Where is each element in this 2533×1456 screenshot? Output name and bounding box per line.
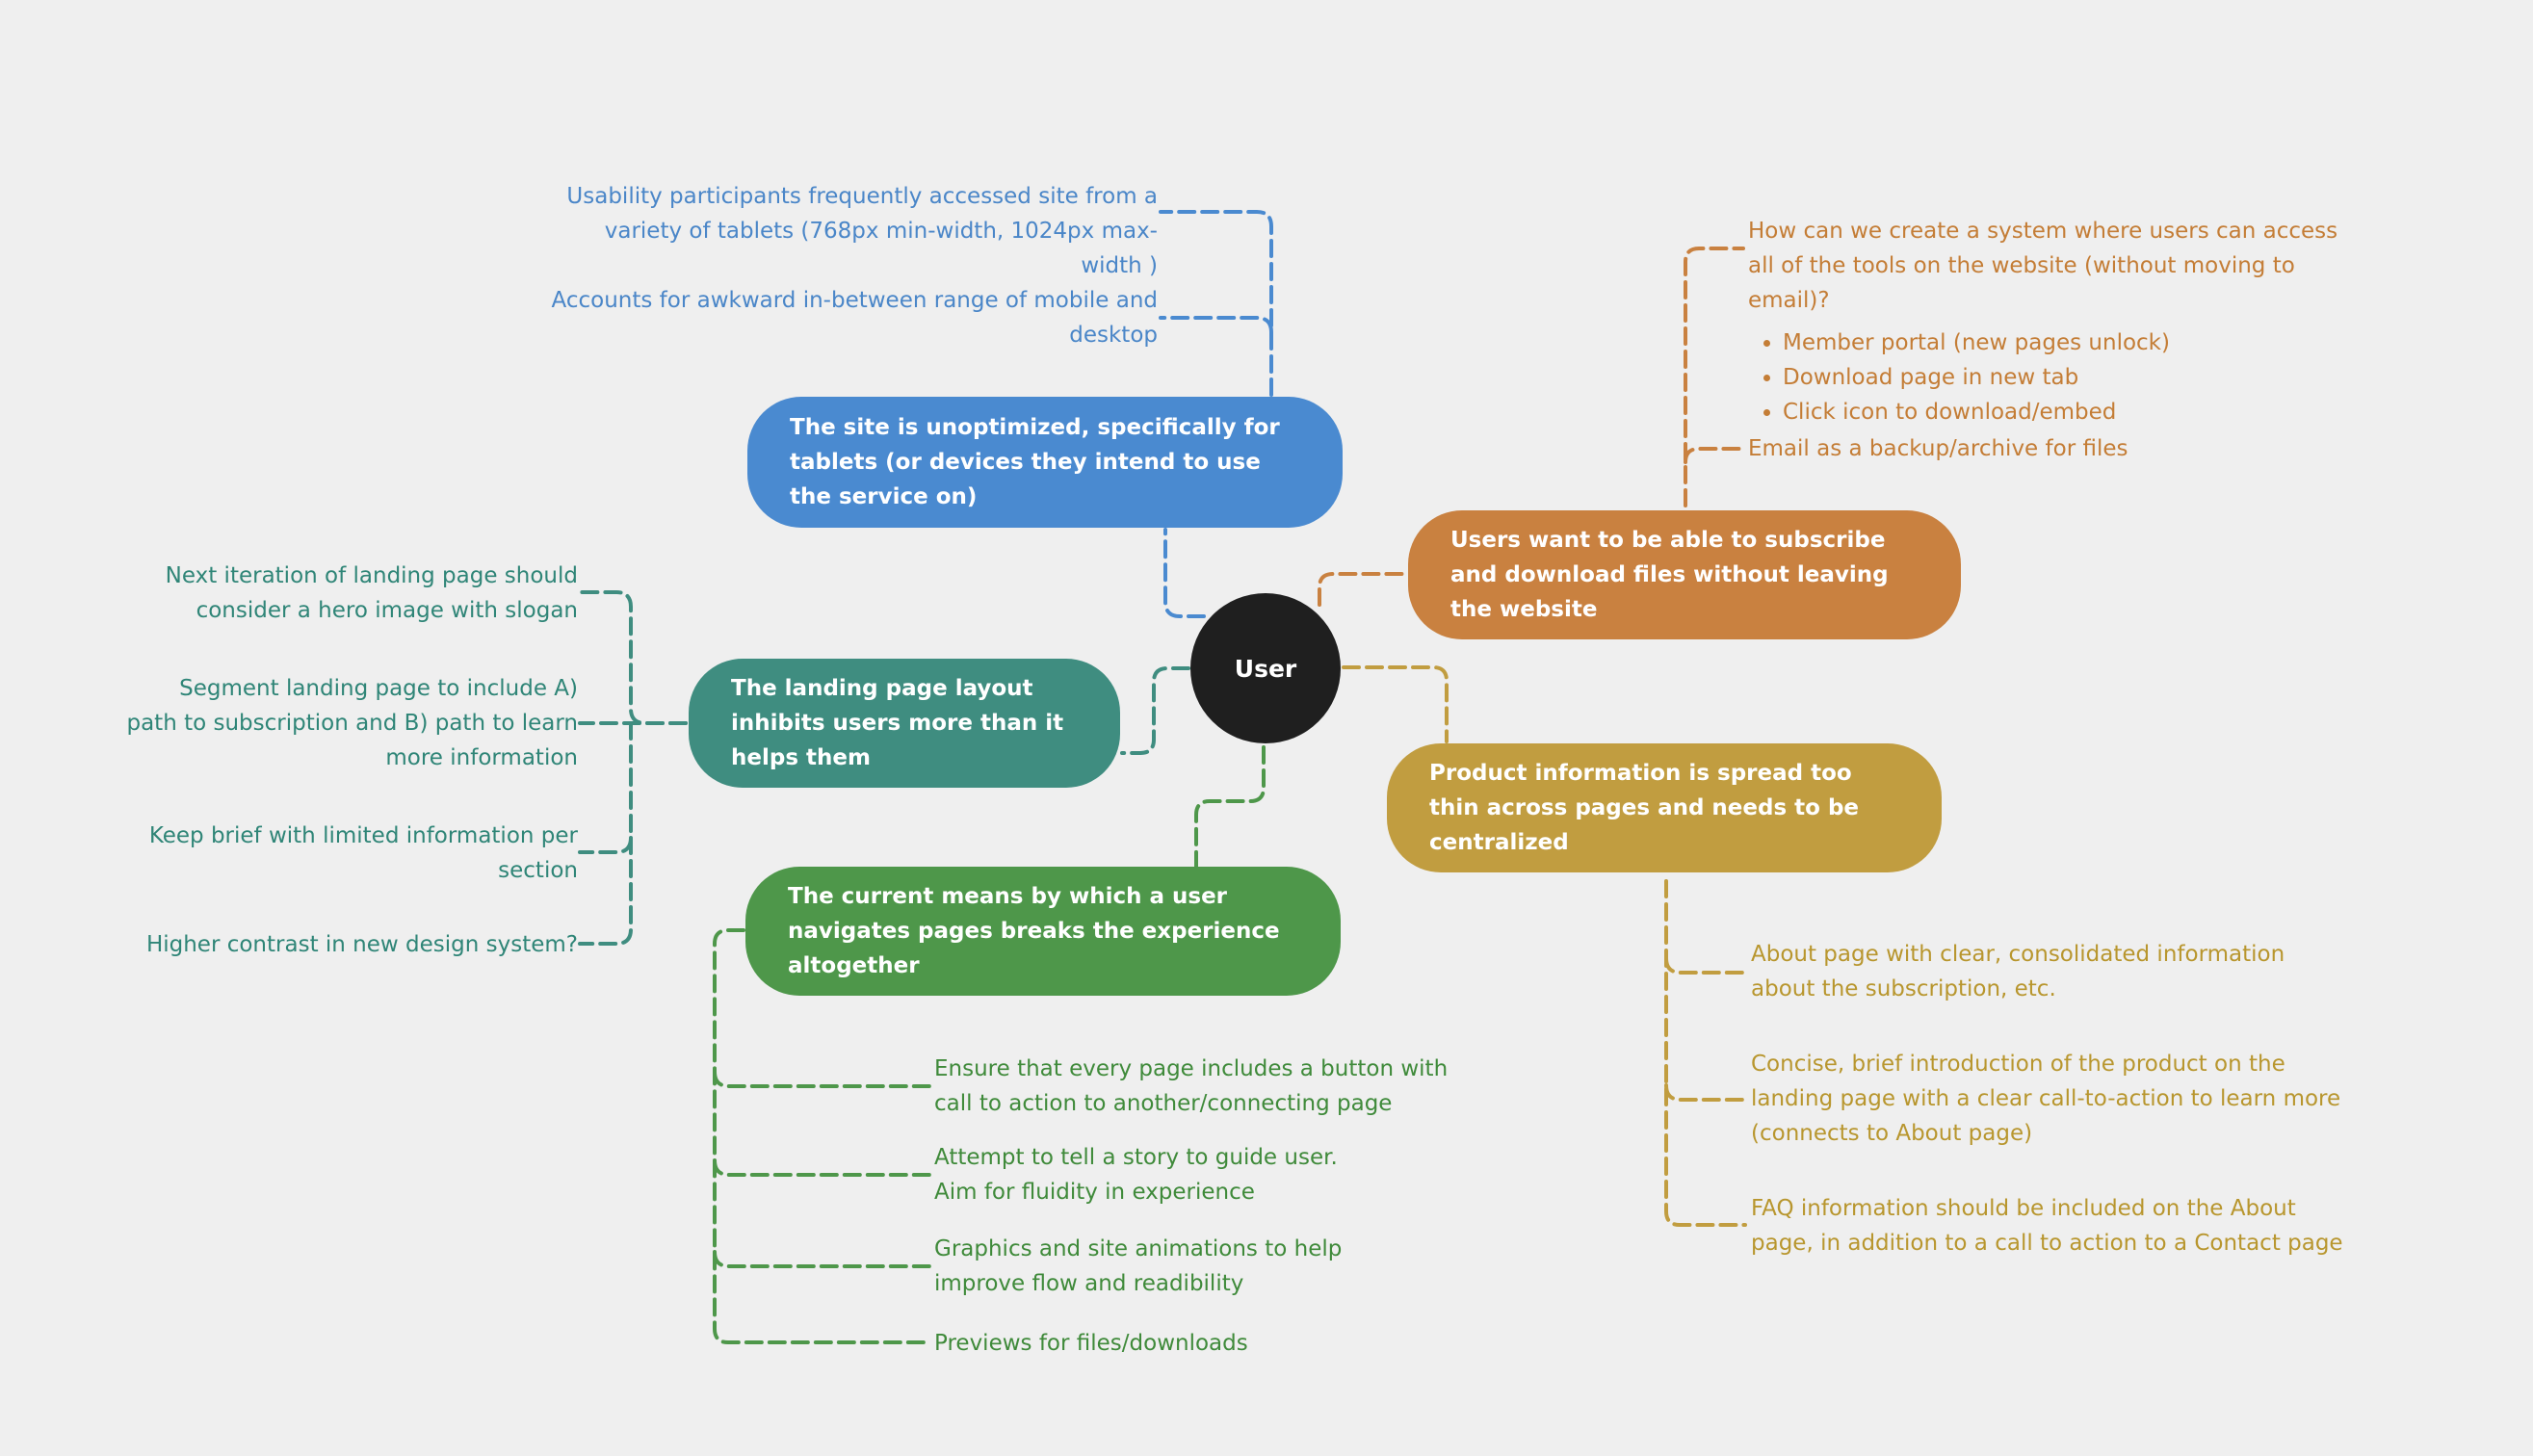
connector-blue-note-1 bbox=[1159, 210, 1273, 397]
branch-label: The current means by which a user naviga… bbox=[788, 884, 1280, 978]
connector-green-1 bbox=[713, 1070, 931, 1088]
note-keep-brief: Keep brief with limited information per … bbox=[148, 823, 578, 883]
note-system-question: How can we create a system where users c… bbox=[1748, 214, 2364, 429]
note-cta-button: Ensure that every page includes a button… bbox=[934, 1056, 1449, 1116]
connector-green-2 bbox=[713, 1158, 931, 1177]
connector-center-green bbox=[1194, 745, 1266, 869]
branch-node-landing-layout[interactable]: The landing page layout inhibits users m… bbox=[689, 659, 1120, 788]
note-about-page: About page with clear, consolidated info… bbox=[1751, 942, 2285, 1001]
connector-center-blue bbox=[1163, 528, 1206, 618]
connector-green-trunk bbox=[713, 928, 931, 1344]
note-segment-landing: Segment landing page to include A) path … bbox=[126, 676, 578, 770]
note-higher-contrast: Higher contrast in new design system? bbox=[145, 932, 578, 957]
connector-teal-3 bbox=[578, 721, 633, 854]
note-tablet-usage: Usability participants frequently access… bbox=[566, 184, 1158, 278]
connector-orange-note-1 bbox=[1684, 247, 1745, 507]
note-previews: Previews for files/downloads bbox=[934, 1331, 1248, 1356]
branch-label: Users want to be able to subscribe and d… bbox=[1450, 528, 1889, 622]
connector-center-orange bbox=[1318, 572, 1408, 607]
branch-label: Product information is spread too thin a… bbox=[1429, 761, 1860, 855]
connector-gold-1 bbox=[1664, 956, 1747, 975]
branch-label: The site is unoptimized, specifically fo… bbox=[790, 415, 1280, 509]
note-concise-intro: Concise, brief introduction of the produ… bbox=[1751, 1052, 2341, 1146]
bullet-item: Click icon to download/embed bbox=[1783, 395, 2364, 429]
branch-node-tablet-optimization[interactable]: The site is unoptimized, specifically fo… bbox=[747, 397, 1343, 528]
note-in-between-range: Accounts for awkward in-between range of… bbox=[551, 288, 1158, 348]
center-node-user[interactable]: User bbox=[1190, 593, 1341, 743]
branch-node-subscribe-download[interactable]: Users want to be able to subscribe and d… bbox=[1408, 510, 1961, 639]
bullet-list: Member portal (new pages unlock) Downloa… bbox=[1748, 325, 2364, 429]
note-tell-story: Attempt to tell a story to guide user. A… bbox=[934, 1145, 1338, 1205]
connector-orange-note-2 bbox=[1684, 447, 1745, 464]
question-text: How can we create a system where users c… bbox=[1748, 219, 2338, 313]
connector-gold-trunk bbox=[1664, 879, 1747, 1227]
connector-blue-note-2 bbox=[1159, 316, 1273, 334]
branch-label: The landing page layout inhibits users m… bbox=[731, 676, 1064, 770]
note-email-backup: Email as a backup/archive for files bbox=[1748, 436, 2128, 461]
bullet-item: Download page in new tab bbox=[1783, 360, 2364, 395]
connector-center-gold bbox=[1342, 665, 1449, 743]
note-hero-image: Next iteration of landing page should co… bbox=[165, 563, 578, 623]
connector-green-3 bbox=[713, 1250, 931, 1268]
connector-center-teal bbox=[1120, 666, 1190, 755]
connector-teal-1 bbox=[578, 590, 688, 725]
note-graphics-animations: Graphics and site animations to help imp… bbox=[934, 1236, 1343, 1296]
branch-node-navigation[interactable]: The current means by which a user naviga… bbox=[745, 867, 1341, 996]
note-faq-info: FAQ information should be included on th… bbox=[1751, 1196, 2343, 1256]
bullet-item: Member portal (new pages unlock) bbox=[1783, 325, 2364, 360]
connector-teal-4 bbox=[578, 836, 633, 946]
connector-gold-2 bbox=[1664, 1083, 1747, 1102]
branch-node-product-info[interactable]: Product information is spread too thin a… bbox=[1387, 743, 1942, 872]
center-label: User bbox=[1234, 654, 1297, 683]
